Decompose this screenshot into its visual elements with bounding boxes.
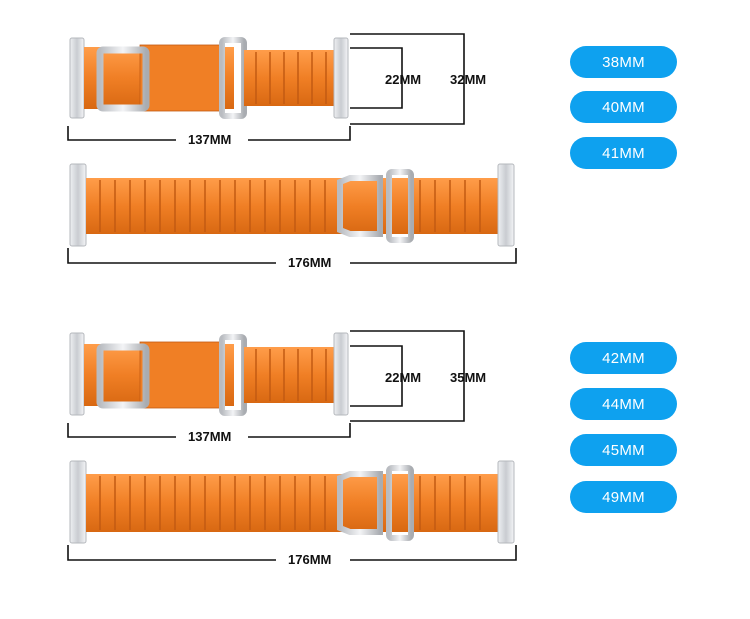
long-length-label: 176MM <box>288 255 331 270</box>
size-pill-49mm: 49MM <box>570 481 677 513</box>
watch-lug <box>333 37 349 119</box>
band-body <box>86 178 498 234</box>
band-body <box>244 50 334 106</box>
watch-lug <box>69 332 85 416</box>
g-hook-buckle <box>337 471 383 535</box>
g-hook-buckle <box>337 175 383 237</box>
inner-width-label: 22MM <box>385 370 421 385</box>
g-hook-buckle <box>96 46 150 112</box>
g-hook-buckle <box>96 343 150 409</box>
band-weave <box>255 349 327 401</box>
size-pill-42mm: 42MM <box>570 342 677 374</box>
titanium-loop <box>386 169 414 243</box>
width-brackets-2 <box>350 330 465 422</box>
size-pill-38mm: 38MM <box>570 46 677 78</box>
titanium-loop <box>386 465 414 541</box>
length-dimension-short-2 <box>67 423 351 438</box>
watch-lug <box>69 460 87 544</box>
size-pill-40mm: 40MM <box>570 91 677 123</box>
band-overlap <box>139 44 221 112</box>
watch-lug <box>69 37 85 119</box>
band-body <box>86 474 498 532</box>
watch-lug <box>497 460 515 544</box>
inner-width-label: 22MM <box>385 72 421 87</box>
band-overlap <box>139 341 221 409</box>
band-weave <box>99 180 481 232</box>
watch-lug <box>69 163 87 247</box>
short-band-1 <box>69 37 349 119</box>
long-band-2 <box>69 460 515 544</box>
short-length-label: 137MM <box>188 132 231 147</box>
size-pill-44mm: 44MM <box>570 388 677 420</box>
short-length-label: 137MM <box>188 429 231 444</box>
watch-lug <box>333 332 349 416</box>
band-weave <box>255 52 327 104</box>
band-body <box>244 347 334 403</box>
length-dimension-long-2 <box>67 545 517 561</box>
short-band-2 <box>69 332 349 416</box>
width-brackets-1 <box>350 33 465 125</box>
outer-width-label: 32MM <box>450 72 486 87</box>
watch-lug <box>497 163 515 247</box>
long-length-label: 176MM <box>288 552 331 567</box>
size-pill-41mm: 41MM <box>570 137 677 169</box>
length-dimension-long-1 <box>67 248 517 264</box>
band-weave <box>99 476 481 530</box>
outer-width-label: 35MM <box>450 370 486 385</box>
long-band-1 <box>69 163 515 247</box>
length-dimension-short-1 <box>67 126 351 141</box>
size-pill-45mm: 45MM <box>570 434 677 466</box>
